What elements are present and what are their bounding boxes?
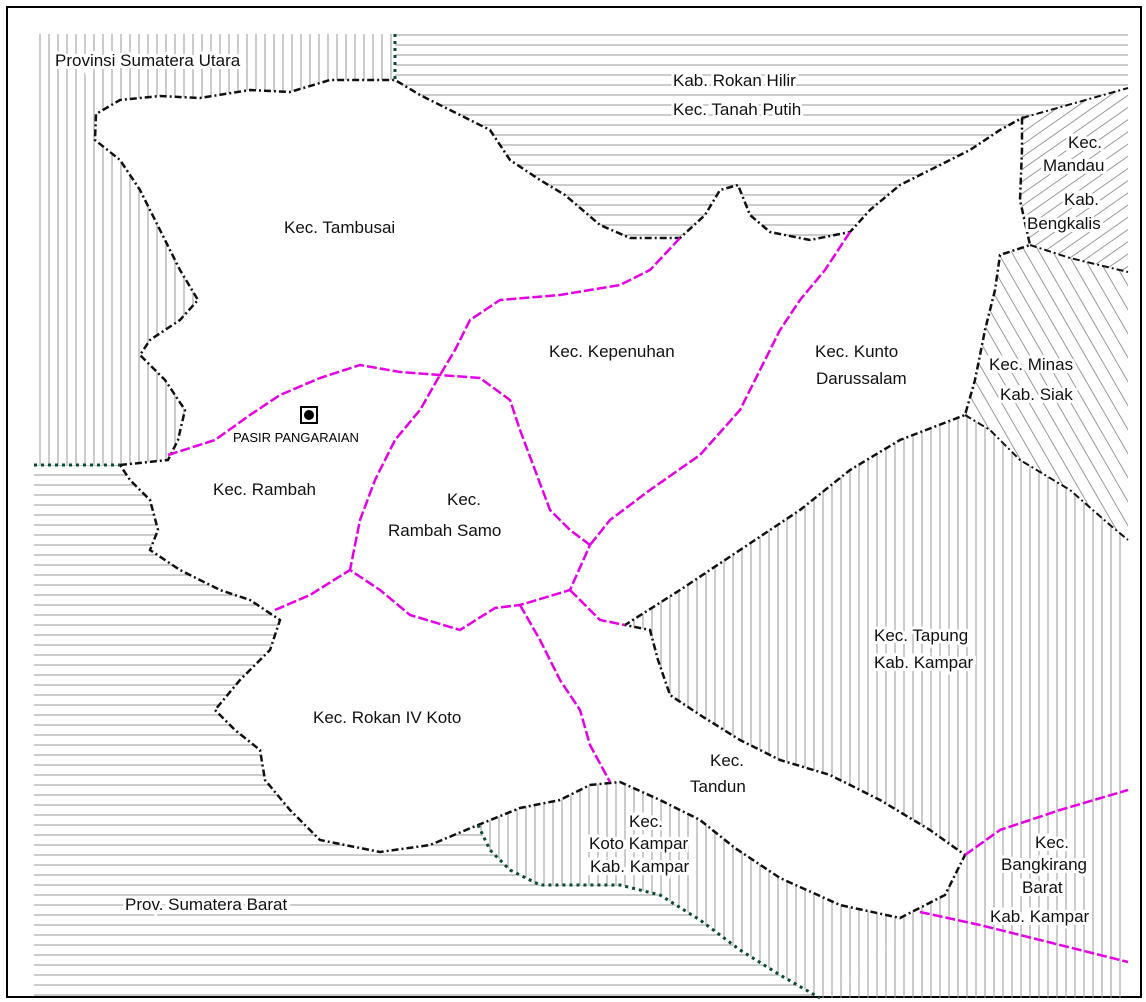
label-koto-kampar-1: Kec. bbox=[629, 812, 663, 831]
area-sumatera-utara bbox=[34, 34, 395, 465]
regency-boundary bbox=[93, 78, 1032, 920]
area-koto-kampar bbox=[478, 782, 945, 998]
label-bangkinang-1: Kec. bbox=[1035, 833, 1069, 852]
label-tambusai: Kec. Tambusai bbox=[284, 218, 395, 237]
area-tapung-kampar bbox=[625, 415, 1128, 855]
label-koto-kampar-3: Kab. Kampar bbox=[590, 857, 690, 876]
label-bangkinang-4: Kab. Kampar bbox=[990, 907, 1090, 926]
label-rambah: Kec. Rambah bbox=[213, 480, 316, 499]
label-minas-2: Kab. Siak bbox=[1000, 385, 1073, 404]
label-tandun-1: Kec. bbox=[710, 751, 744, 770]
label-tapung-2: Kab. Kampar bbox=[874, 653, 974, 672]
label-sumatera-barat: Prov. Sumatera Barat bbox=[125, 895, 287, 914]
label-minas-1: Kec. Minas bbox=[989, 355, 1073, 374]
label-sumatera-utara: Provinsi Sumatera Utara bbox=[55, 51, 241, 70]
area-bangkinang-barat bbox=[820, 790, 1128, 998]
label-bengkalis-2: Bengkalis bbox=[1027, 214, 1101, 233]
district-labels: Kec. Tambusai Kec. Kepenuhan Kec. Kunto … bbox=[213, 218, 907, 796]
label-koto-kampar-2: Koto Kampar bbox=[589, 834, 689, 853]
label-tapung-1: Kec. Tapung bbox=[874, 626, 968, 645]
label-bangkinang-3: Barat bbox=[1022, 878, 1063, 897]
area-sumatera-barat bbox=[34, 465, 820, 998]
label-bangkinang-2: Bangkirang bbox=[1001, 855, 1087, 874]
label-rokan-hilir-2: Kec. Tanah Putih bbox=[673, 100, 801, 119]
boundary-mandau-minas bbox=[964, 87, 1129, 541]
label-kunto-2: Darussalam bbox=[816, 369, 907, 388]
capital-label: PASIR PANGARAIAN bbox=[233, 430, 359, 445]
capital-icon[interactable] bbox=[300, 406, 318, 424]
label-mandau-1: Kec. bbox=[1068, 133, 1102, 152]
district-boundaries bbox=[167, 231, 1129, 964]
label-kepenuhan: Kec. Kepenuhan bbox=[549, 342, 675, 361]
label-rokan-hilir-1: Kab. Rokan Hilir bbox=[673, 71, 796, 90]
area-mandau-bengkalis bbox=[1020, 88, 1128, 272]
label-rambah-samo-2: Rambah Samo bbox=[388, 521, 501, 540]
label-kunto-1: Kec. Kunto bbox=[815, 342, 898, 361]
label-rambah-samo-1: Kec. bbox=[447, 490, 481, 509]
label-bengkalis-1: Kab. bbox=[1064, 190, 1099, 209]
label-rokan-iv-koto: Kec. Rokan IV Koto bbox=[313, 708, 461, 727]
province-boundary bbox=[34, 34, 821, 1000]
label-tandun-2: Tandun bbox=[690, 777, 746, 796]
area-rokan-hilir bbox=[395, 34, 1128, 240]
label-mandau-2: Mandau bbox=[1043, 156, 1104, 175]
outside-region-labels: Provinsi Sumatera Utara Kab. Rokan Hilir… bbox=[52, 48, 1107, 929]
area-minas-siak bbox=[965, 245, 1128, 540]
